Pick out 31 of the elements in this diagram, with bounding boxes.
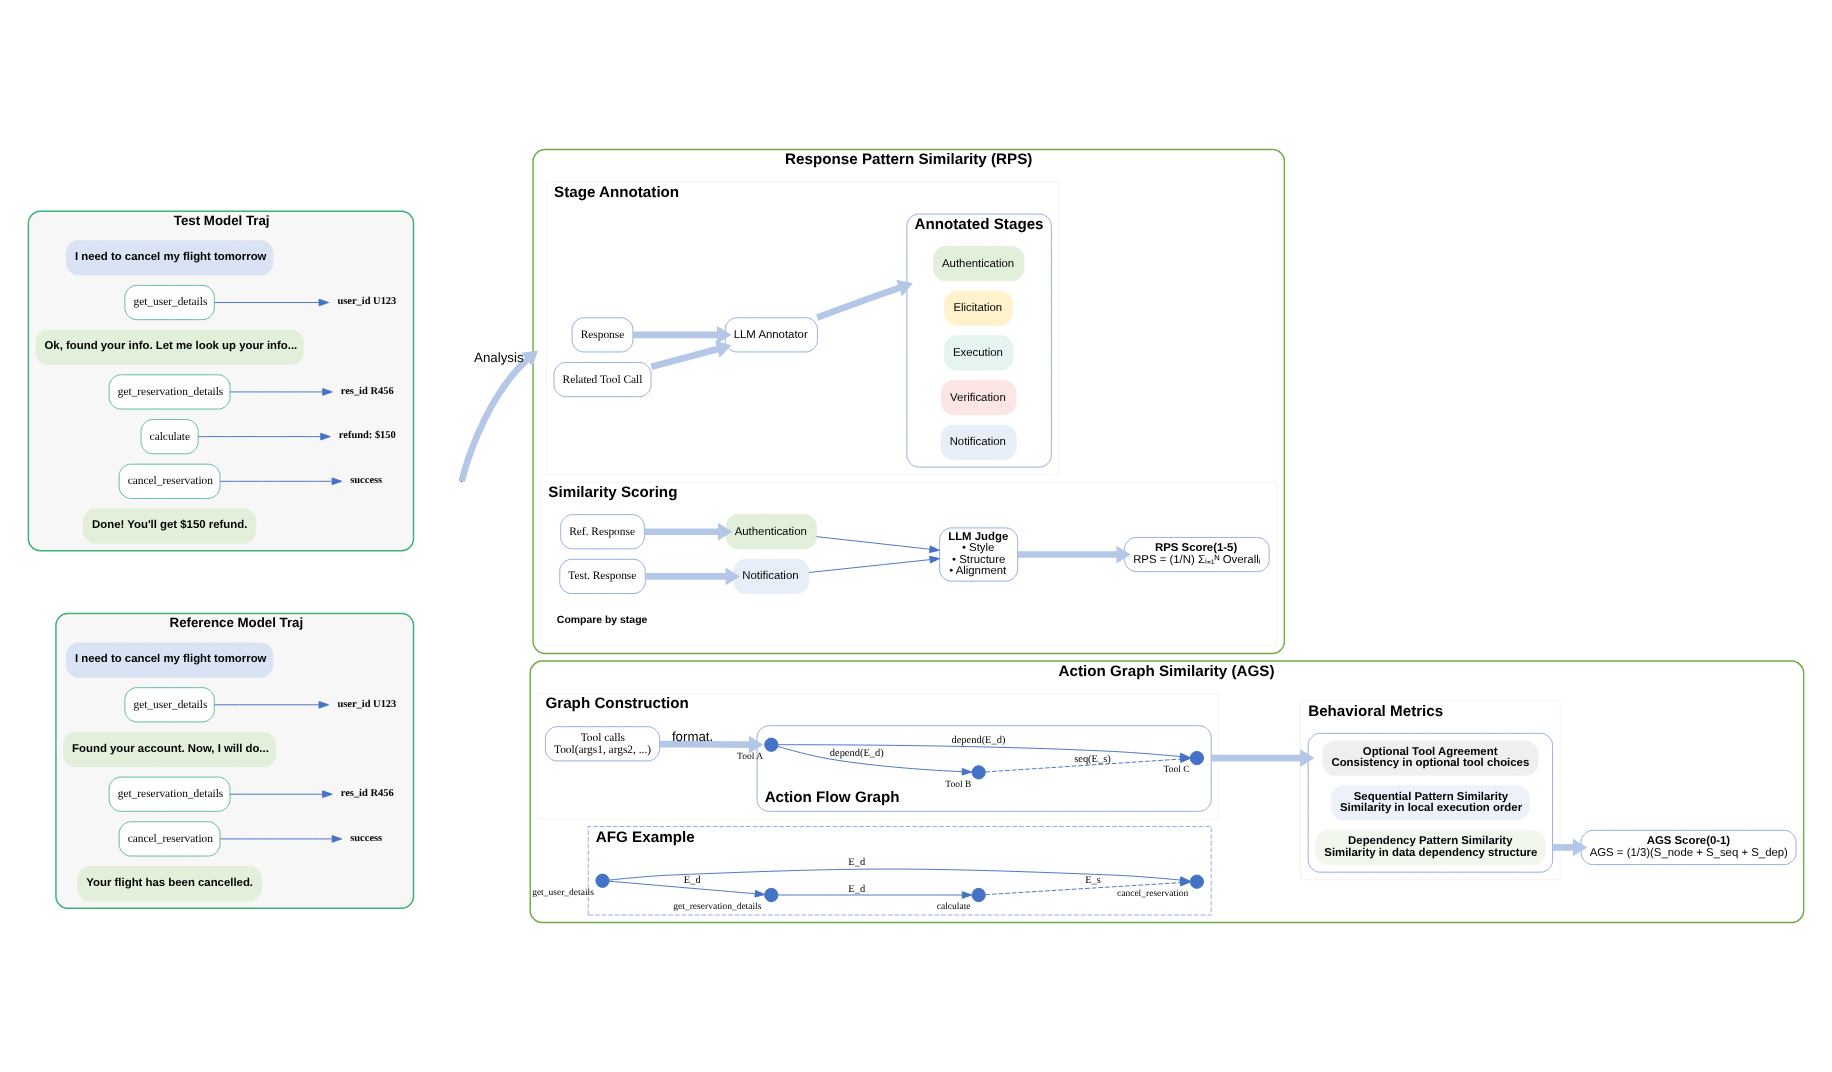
arrow	[984, 755, 1191, 773]
node-circle	[595, 873, 610, 888]
cluster	[1307, 732, 1554, 873]
node-circle	[971, 765, 986, 780]
node-circle	[764, 887, 779, 903]
arrow	[650, 340, 732, 370]
arrow	[229, 388, 333, 396]
node-circle	[1189, 750, 1205, 766]
arrow	[816, 279, 913, 321]
arrow	[808, 555, 940, 573]
arrow	[1552, 838, 1588, 857]
arrow	[777, 891, 973, 899]
node-circle	[764, 737, 779, 752]
arrow	[659, 735, 764, 754]
arrow	[644, 522, 733, 541]
arrow	[214, 298, 330, 307]
arrow	[816, 536, 940, 553]
arrow	[608, 880, 766, 898]
arrow	[197, 432, 331, 441]
node-circle	[971, 887, 986, 903]
arrow	[645, 567, 741, 586]
arrow	[214, 701, 330, 709]
arrow	[229, 790, 333, 798]
arrow	[458, 350, 538, 483]
arrow	[633, 326, 732, 344]
arrow	[1211, 749, 1315, 767]
node-circle	[1189, 874, 1205, 889]
arrow	[1017, 545, 1131, 564]
arrow	[219, 835, 343, 843]
arrow	[219, 477, 343, 486]
arrow	[777, 746, 973, 776]
